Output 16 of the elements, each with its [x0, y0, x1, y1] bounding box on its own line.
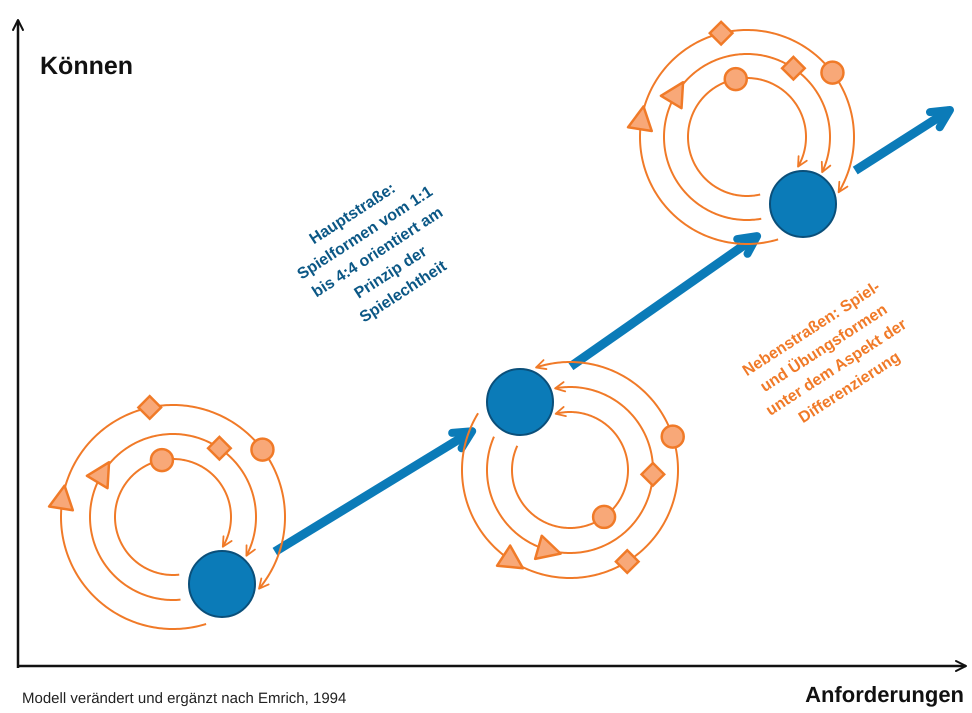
arrow [852, 106, 954, 174]
arrow [272, 427, 476, 556]
caption: Modell verändert und ergänzt nach Emrich, 1994 [22, 690, 346, 707]
axis-label: Können [40, 52, 134, 81]
orbit-arrow [89, 433, 257, 601]
orbit-arrow [511, 406, 629, 529]
orbit-arrow [114, 458, 232, 576]
orbit-arrow [486, 381, 654, 554]
arrow [568, 232, 762, 370]
orbit-arrow [639, 29, 855, 245]
orbit-arrow [687, 77, 808, 197]
milestone-circle [769, 170, 837, 238]
orbit-arrow [60, 404, 286, 630]
orbit-arrow [461, 359, 679, 579]
axis-label: Anforderungen [805, 682, 964, 708]
orbit-arrow [663, 53, 832, 221]
